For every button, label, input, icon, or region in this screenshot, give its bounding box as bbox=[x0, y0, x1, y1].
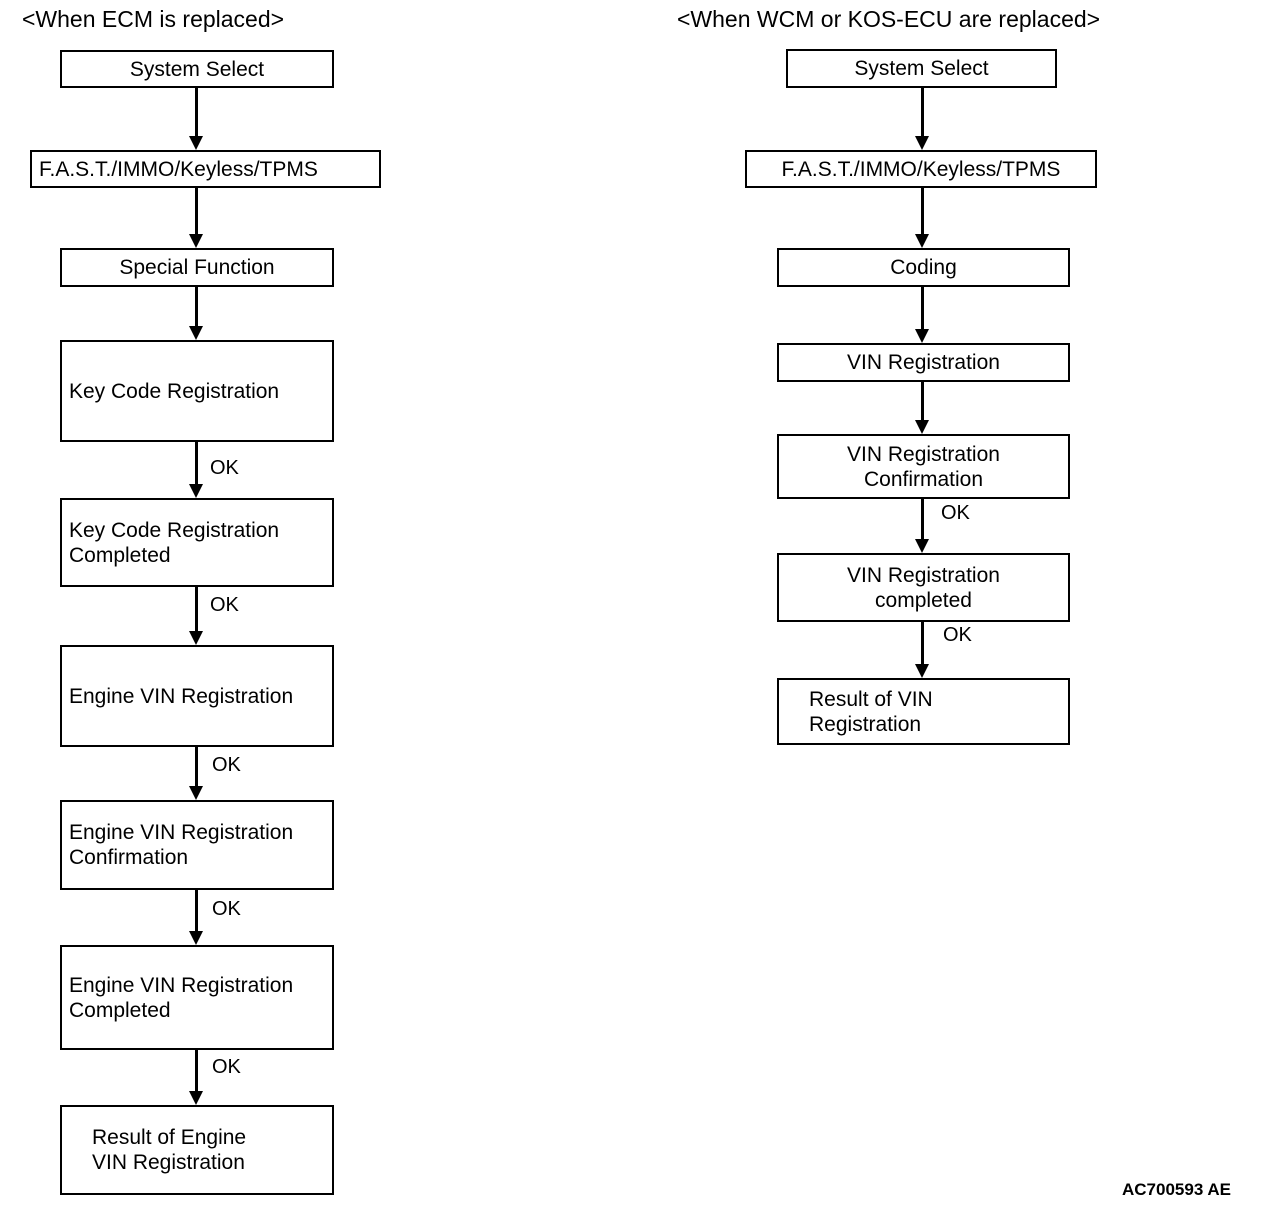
node-special-function[interactable]: Special Function bbox=[60, 248, 334, 287]
node-vin-registration-confirmation[interactable]: VIN Registration Confirmation bbox=[777, 434, 1070, 499]
node-system-select-ecm[interactable]: System Select bbox=[60, 50, 334, 88]
node-label: Coding bbox=[890, 256, 957, 279]
node-fast-immo-keyless-tpms-ecm[interactable]: F.A.S.T./IMMO/Keyless/TPMS bbox=[30, 150, 381, 188]
node-engine-vin-registration-completed[interactable]: Engine VIN Registration Completed bbox=[60, 945, 334, 1050]
node-label: F.A.S.T./IMMO/Keyless/TPMS bbox=[781, 157, 1061, 181]
node-coding[interactable]: Coding bbox=[777, 248, 1070, 287]
edge-label-ok-4: OK bbox=[212, 898, 241, 920]
node-label: Engine VIN Registration bbox=[69, 684, 294, 708]
node-label: Engine VIN Registration Completed bbox=[69, 973, 294, 1022]
node-fast-immo-keyless-tpms-wcm[interactable]: F.A.S.T./IMMO/Keyless/TPMS bbox=[745, 150, 1097, 188]
node-result-of-vin-registration[interactable]: Result of VIN Registration bbox=[777, 678, 1070, 745]
edge-label-ok-r2: OK bbox=[943, 624, 972, 646]
node-label: F.A.S.T./IMMO/Keyless/TPMS bbox=[39, 157, 318, 181]
node-label: Key Code Registration Completed bbox=[69, 518, 280, 567]
node-vin-registration-completed[interactable]: VIN Registration completed bbox=[777, 553, 1070, 622]
node-engine-vin-registration-confirmation[interactable]: Engine VIN Registration Confirmation bbox=[60, 800, 334, 890]
node-label: Engine VIN Registration Confirmation bbox=[69, 821, 294, 869]
edge-label-ok-5: OK bbox=[212, 1056, 241, 1078]
node-result-of-engine-vin-registration[interactable]: Result of Engine VIN Registration bbox=[60, 1105, 334, 1195]
column-header-ecm: <When ECM is replaced> bbox=[22, 6, 285, 32]
edge-label-ok-1: OK bbox=[210, 457, 239, 479]
edge-label-ok-3: OK bbox=[212, 754, 241, 776]
node-label: VIN Registration completed bbox=[847, 563, 1000, 612]
node-label: Key Code Registration bbox=[69, 379, 280, 403]
node-label: System Select bbox=[854, 57, 989, 80]
node-label: Special Function bbox=[119, 256, 275, 279]
column-header-wcm: <When WCM or KOS-ECU are replaced> bbox=[677, 6, 1101, 32]
node-label: Result of Engine VIN Registration bbox=[92, 1126, 247, 1174]
node-key-code-registration[interactable]: Key Code Registration bbox=[60, 340, 334, 442]
node-key-code-registration-completed[interactable]: Key Code Registration Completed bbox=[60, 498, 334, 587]
node-label: System Select bbox=[129, 57, 265, 81]
node-engine-vin-registration[interactable]: Engine VIN Registration bbox=[60, 645, 334, 747]
node-label: VIN Registration Confirmation bbox=[847, 442, 1000, 491]
node-label: VIN Registration bbox=[847, 351, 1000, 374]
reference-code: AC700593 AE bbox=[1122, 1180, 1231, 1199]
node-label: Result of VIN Registration bbox=[809, 687, 933, 736]
edge-label-ok-2: OK bbox=[210, 594, 239, 616]
edge-label-ok-r1: OK bbox=[941, 502, 970, 524]
node-system-select-wcm[interactable]: System Select bbox=[786, 49, 1057, 88]
node-vin-registration[interactable]: VIN Registration bbox=[777, 343, 1070, 382]
